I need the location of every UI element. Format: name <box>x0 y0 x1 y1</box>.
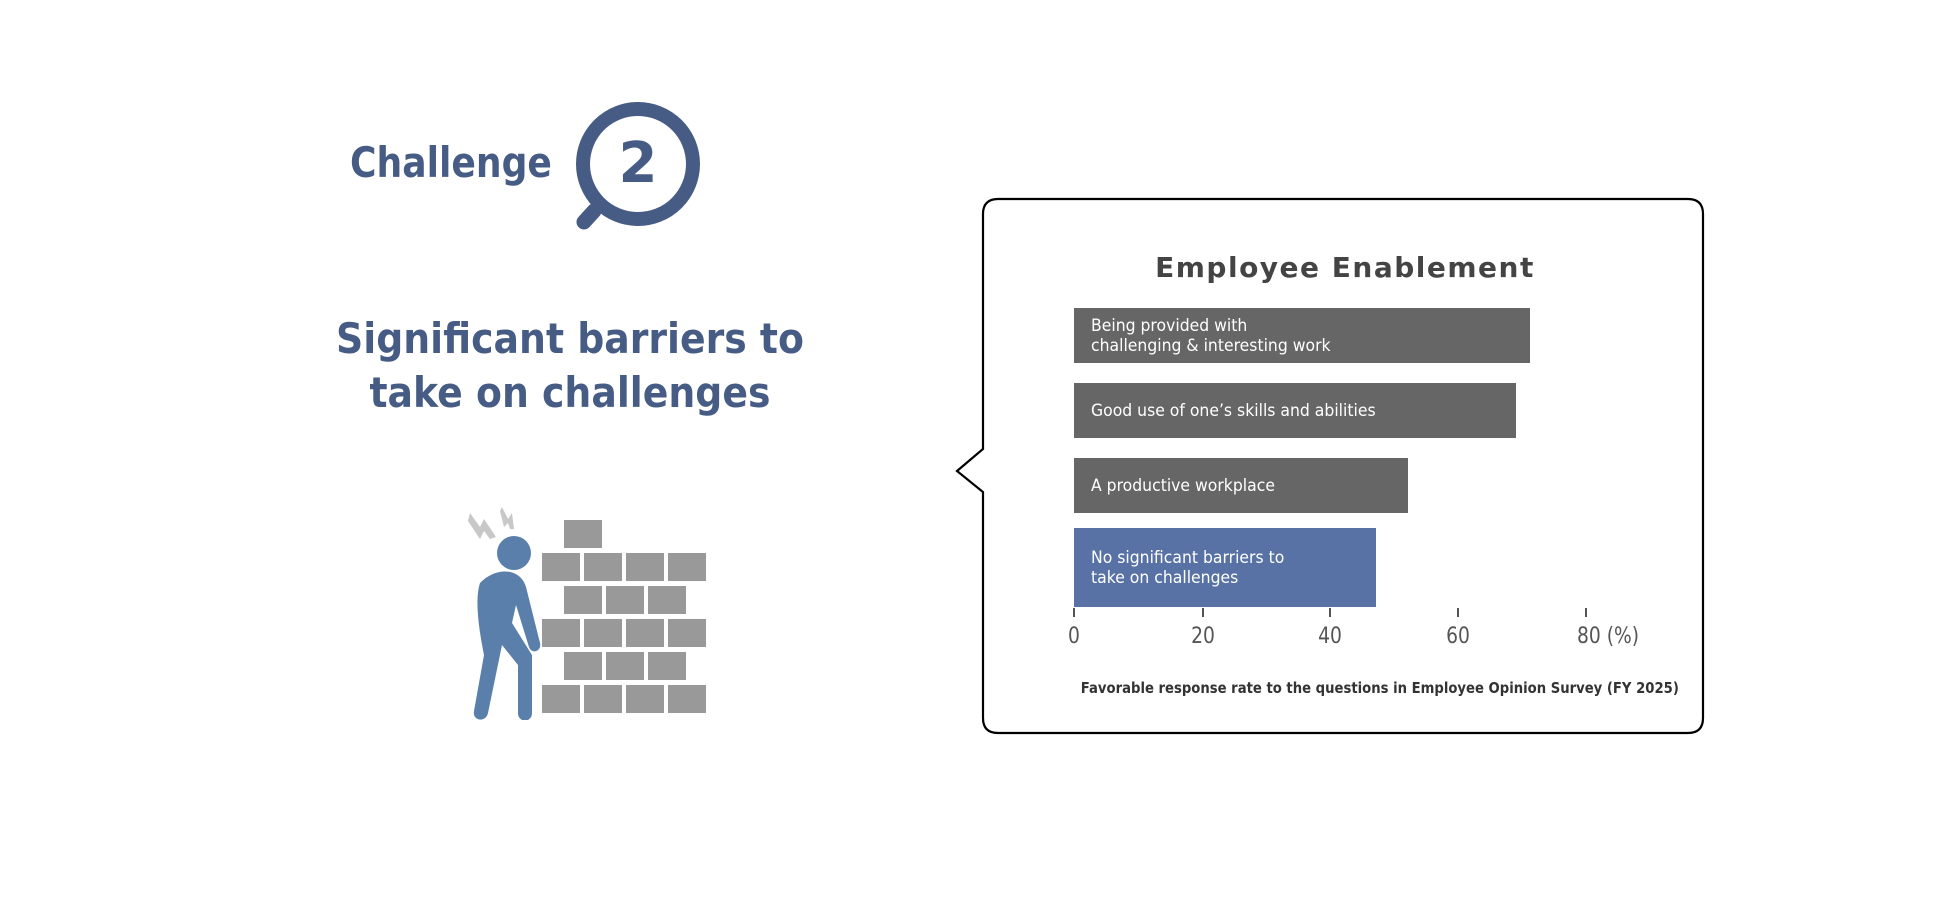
x-tick-label: 80 (%) <box>1576 624 1640 649</box>
bar-skills-abilities: Good use of one’s skills and abilities <box>1074 383 1516 438</box>
x-axis-tick <box>1073 608 1075 617</box>
x-axis-tick <box>1202 608 1204 617</box>
chart-title: Employee Enablement <box>1155 251 1535 284</box>
challenge-label: Challenge <box>350 138 552 187</box>
headline-line-1: Significant barriers to <box>336 314 804 363</box>
headline-line-2: take on challenges <box>369 368 771 417</box>
headline: Significant barriers to take on challeng… <box>300 312 840 420</box>
magnifier-icon <box>576 102 700 230</box>
bar-productive-workplace: A productive workplace <box>1074 458 1408 513</box>
spark-icon <box>468 507 514 539</box>
chart-footnote-text: Favorable response rate to the questions… <box>1080 679 1679 697</box>
x-tick-label: 20 <box>1191 624 1215 649</box>
challenge-number: 2 <box>618 131 658 196</box>
bar-no-barriers: No significant barriers to take on chall… <box>1074 528 1376 607</box>
bar-challenging-work: Being provided with challenging & intere… <box>1074 308 1530 363</box>
bar-label: A productive workplace <box>1091 475 1275 496</box>
x-axis-tick <box>1329 608 1331 617</box>
frustrated-person-brick-wall-icon <box>468 507 706 720</box>
x-tick-label: 0 <box>1068 624 1080 649</box>
bar-label: No significant barriers to <box>1091 547 1285 568</box>
chart-footnote: Favorable response rate to the questions… <box>1040 678 1679 698</box>
person-icon <box>473 536 541 720</box>
brick-wall-icon <box>542 520 706 713</box>
x-tick-label: 60 <box>1446 624 1470 649</box>
x-axis-tick <box>1585 608 1587 617</box>
bar-label: take on challenges <box>1091 567 1239 588</box>
x-tick-label: 40 <box>1318 624 1342 649</box>
bar-label: Good use of one’s skills and abilities <box>1091 400 1376 421</box>
bar-label: challenging & interesting work <box>1091 335 1331 356</box>
x-axis-tick <box>1457 608 1459 617</box>
bar-label: Being provided with <box>1091 315 1248 336</box>
